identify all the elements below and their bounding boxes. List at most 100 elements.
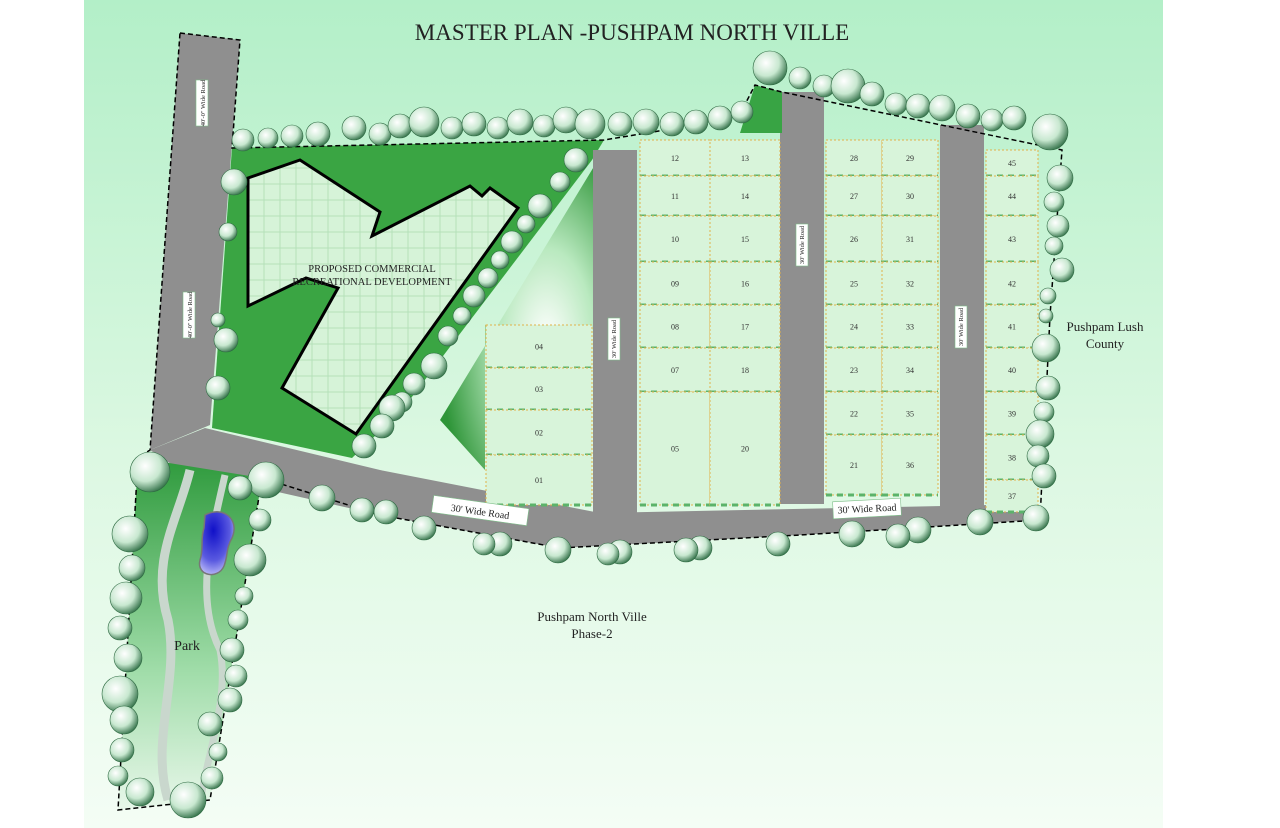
plot-16: 16 [709,261,781,307]
tree [1046,164,1074,192]
plot-number: 28 [850,154,858,163]
tree [1025,419,1055,449]
tree [109,737,135,763]
plot-03: 03 [485,367,593,412]
tree [213,327,239,353]
tree [683,109,709,135]
west-road-label-top: 40'-0" Wide Road [195,79,209,127]
tree [369,413,395,439]
tree [387,113,413,139]
plot-number: 23 [850,366,858,375]
plot-35: 35 [881,391,939,437]
tree [980,108,1004,132]
tree [210,312,226,328]
tree [905,93,931,119]
park-path [157,468,195,802]
tree [1031,113,1069,151]
tree [659,111,685,137]
plot-23: 23 [825,347,883,394]
plot-21: 21 [825,434,883,497]
plot-number: 12 [671,154,679,163]
tree [462,284,486,308]
tree [220,168,248,196]
plot-number: 33 [906,323,914,332]
tree [247,461,285,499]
tree [200,766,224,790]
plot-26: 26 [825,215,883,264]
vertical-road-label-1: 30' Wide Road [607,317,621,361]
tree [765,531,791,557]
tree [632,108,660,136]
plot-number: 03 [535,385,543,394]
plot-25: 25 [825,261,883,307]
plot-41: 41 [985,304,1039,350]
tree [368,122,392,146]
tree [341,115,367,141]
tree [113,643,143,673]
plot-number: 41 [1008,323,1016,332]
tree [1044,236,1064,256]
tree [707,105,733,131]
plot-number: 37 [1008,492,1016,501]
plot-number: 40 [1008,366,1016,375]
plot-number: 34 [906,366,914,375]
west-road-text-mid: 40'-0" Wide Road [187,291,194,338]
south-neighbor-line2: Phase-2 [571,626,612,641]
trees [101,50,1075,819]
tree [1022,504,1050,532]
tree [1039,287,1057,305]
plot-number: 43 [1008,235,1016,244]
plot-02: 02 [485,409,593,457]
tree [574,108,606,140]
tree [125,777,155,807]
tree [966,508,994,536]
tree [219,637,245,663]
tree [452,306,472,326]
tree [349,497,375,523]
tree [248,508,272,532]
plot-number: 21 [850,461,858,470]
plot-number: 45 [1008,159,1016,168]
tree [1033,401,1055,423]
plot-number: 30 [906,192,914,201]
tree [552,106,580,134]
tree [231,128,255,152]
plot-20: 20 [709,391,781,507]
tree [486,116,510,140]
plot-number: 14 [741,192,749,201]
plot-number: 22 [850,410,858,419]
tree [788,66,812,90]
plot-09: 09 [639,261,711,307]
tree [1001,105,1027,131]
tree [563,147,589,173]
plot-08: 08 [639,304,711,350]
south-road-label-right: 30' Wide Road [832,497,902,520]
plot-28: 28 [825,139,883,178]
tree [107,615,133,641]
plot-number: 27 [850,192,858,201]
plot-36: 36 [881,434,939,497]
vertical-road-text-2: 30' Wide Road [799,225,806,264]
tree [305,121,331,147]
plot-number: 11 [671,192,679,201]
tree [308,484,336,512]
tree [506,108,534,136]
tree [516,214,536,234]
plot-45: 45 [985,149,1039,178]
tree [461,111,487,137]
plot-number: 29 [906,154,914,163]
vertical-road-text-1: 30' Wide Road [611,319,618,358]
plot-34: 34 [881,347,939,394]
plot-30: 30 [881,175,939,218]
plot-22: 22 [825,391,883,437]
plot-number: 16 [741,280,749,289]
plot-number: 24 [850,323,858,332]
tree [884,92,908,116]
right-margin [1163,0,1280,828]
tree [596,542,620,566]
commercial-label-line2: RECREATIONAL DEVELOPMENT [292,277,452,288]
tree [607,111,633,137]
tree [1031,333,1061,363]
south-road-text-right: 30' Wide Road [837,502,896,516]
east-neighbor-line1: Pushpam Lush [1067,319,1144,334]
